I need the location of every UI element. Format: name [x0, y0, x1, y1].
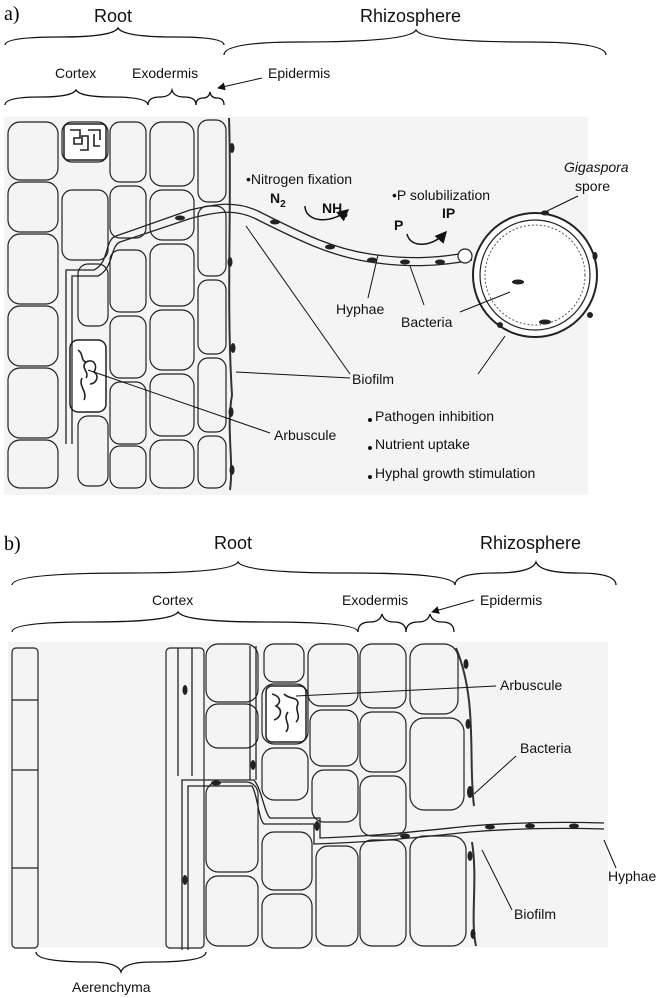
cortex-brace-b — [11, 610, 359, 633]
epidermis-arrow — [217, 77, 263, 91]
aerenchyma-label: Aerenchyma — [72, 979, 151, 995]
function-item: Hyphal growth stimulation — [375, 465, 535, 481]
rhizosphere-brace — [223, 28, 607, 56]
cortex-brace — [4, 88, 149, 106]
rhizosphere-label: Rhizosphere — [360, 6, 461, 26]
panel-a-letter: a) — [4, 3, 20, 25]
rhizosphere-label-b: Rhizosphere — [480, 533, 581, 553]
arbuscule-label: Arbuscule — [274, 427, 336, 443]
hyphae-b — [177, 646, 605, 950]
p-solubilization-label: •P solubilization — [392, 187, 490, 203]
function-item: Nutrient uptake — [375, 436, 470, 452]
function-list: Pathogen inhibition Nutrient uptake Hyph… — [368, 408, 535, 481]
hyphae-label-b: Hyphae — [608, 868, 656, 884]
exodermis-brace-b — [357, 613, 407, 633]
nitrogen-fixation-label: •Nitrogen fixation — [246, 171, 352, 187]
cortex-cells-b — [205, 643, 467, 949]
n2-label: N2 — [270, 190, 286, 210]
ip-label: IP — [442, 205, 455, 221]
arbuscule-b — [265, 685, 307, 743]
exodermis-label-b: Exodermis — [342, 592, 408, 608]
p-solubilization-arrow — [406, 230, 447, 245]
biofilm-label-b: Biofilm — [514, 906, 556, 922]
rhizosphere-brace-b — [454, 560, 617, 586]
panel-b-letter: b) — [4, 533, 21, 555]
root-label: Root — [94, 6, 132, 26]
cortex-label: Cortex — [55, 65, 96, 81]
bacteria-cells-b — [463, 659, 476, 939]
hyphae-a — [65, 203, 473, 444]
spore-label: spore — [575, 178, 610, 194]
panel-a: a) Root Rhizosphere Cortex Exodermis Epi… — [4, 3, 629, 495]
function-item: Pathogen inhibition — [375, 408, 494, 424]
nh4-label: NH4 — [322, 200, 348, 220]
exodermis-brace — [147, 87, 197, 106]
root-label-b: Root — [214, 533, 252, 553]
hyphae-label: Hyphae — [336, 301, 384, 317]
panel-b: b) Root Rhizosphere Cortex Exodermis Epi… — [4, 533, 656, 995]
nitrogen-fixation-arrow — [304, 205, 350, 222]
aerenchyma-brace — [35, 951, 207, 975]
bacteria-label-b: Bacteria — [520, 740, 572, 756]
root-brace — [4, 26, 225, 46]
leader-lines-a — [87, 195, 579, 434]
biofilm-label: Biofilm — [352, 371, 394, 387]
epidermis-arrow-b — [431, 599, 475, 614]
epidermis-brace-b — [405, 613, 455, 633]
bacteria-label: Bacteria — [401, 314, 453, 330]
gigaspora-label: Gigaspora — [564, 159, 629, 175]
root-brace-b — [11, 560, 456, 586]
leader-lines-b — [295, 685, 617, 911]
exodermis-label: Exodermis — [132, 65, 198, 81]
gigaspora-spore — [457, 210, 598, 338]
arbuscule-label-b: Arbuscule — [500, 677, 562, 693]
p-label: P — [394, 217, 403, 233]
epidermis-label-b: Epidermis — [480, 592, 542, 608]
cortex-label-b: Cortex — [152, 592, 193, 608]
epidermis-brace — [195, 91, 225, 106]
biofilm-a — [228, 117, 234, 491]
cortex-cells — [7, 119, 227, 489]
bacteria-cells-a — [227, 143, 236, 475]
arbuscule-top — [63, 123, 107, 161]
arbuscule-bottom — [69, 339, 107, 413]
epidermis-label: Epidermis — [268, 65, 330, 81]
aerenchyma-cells — [11, 647, 205, 949]
